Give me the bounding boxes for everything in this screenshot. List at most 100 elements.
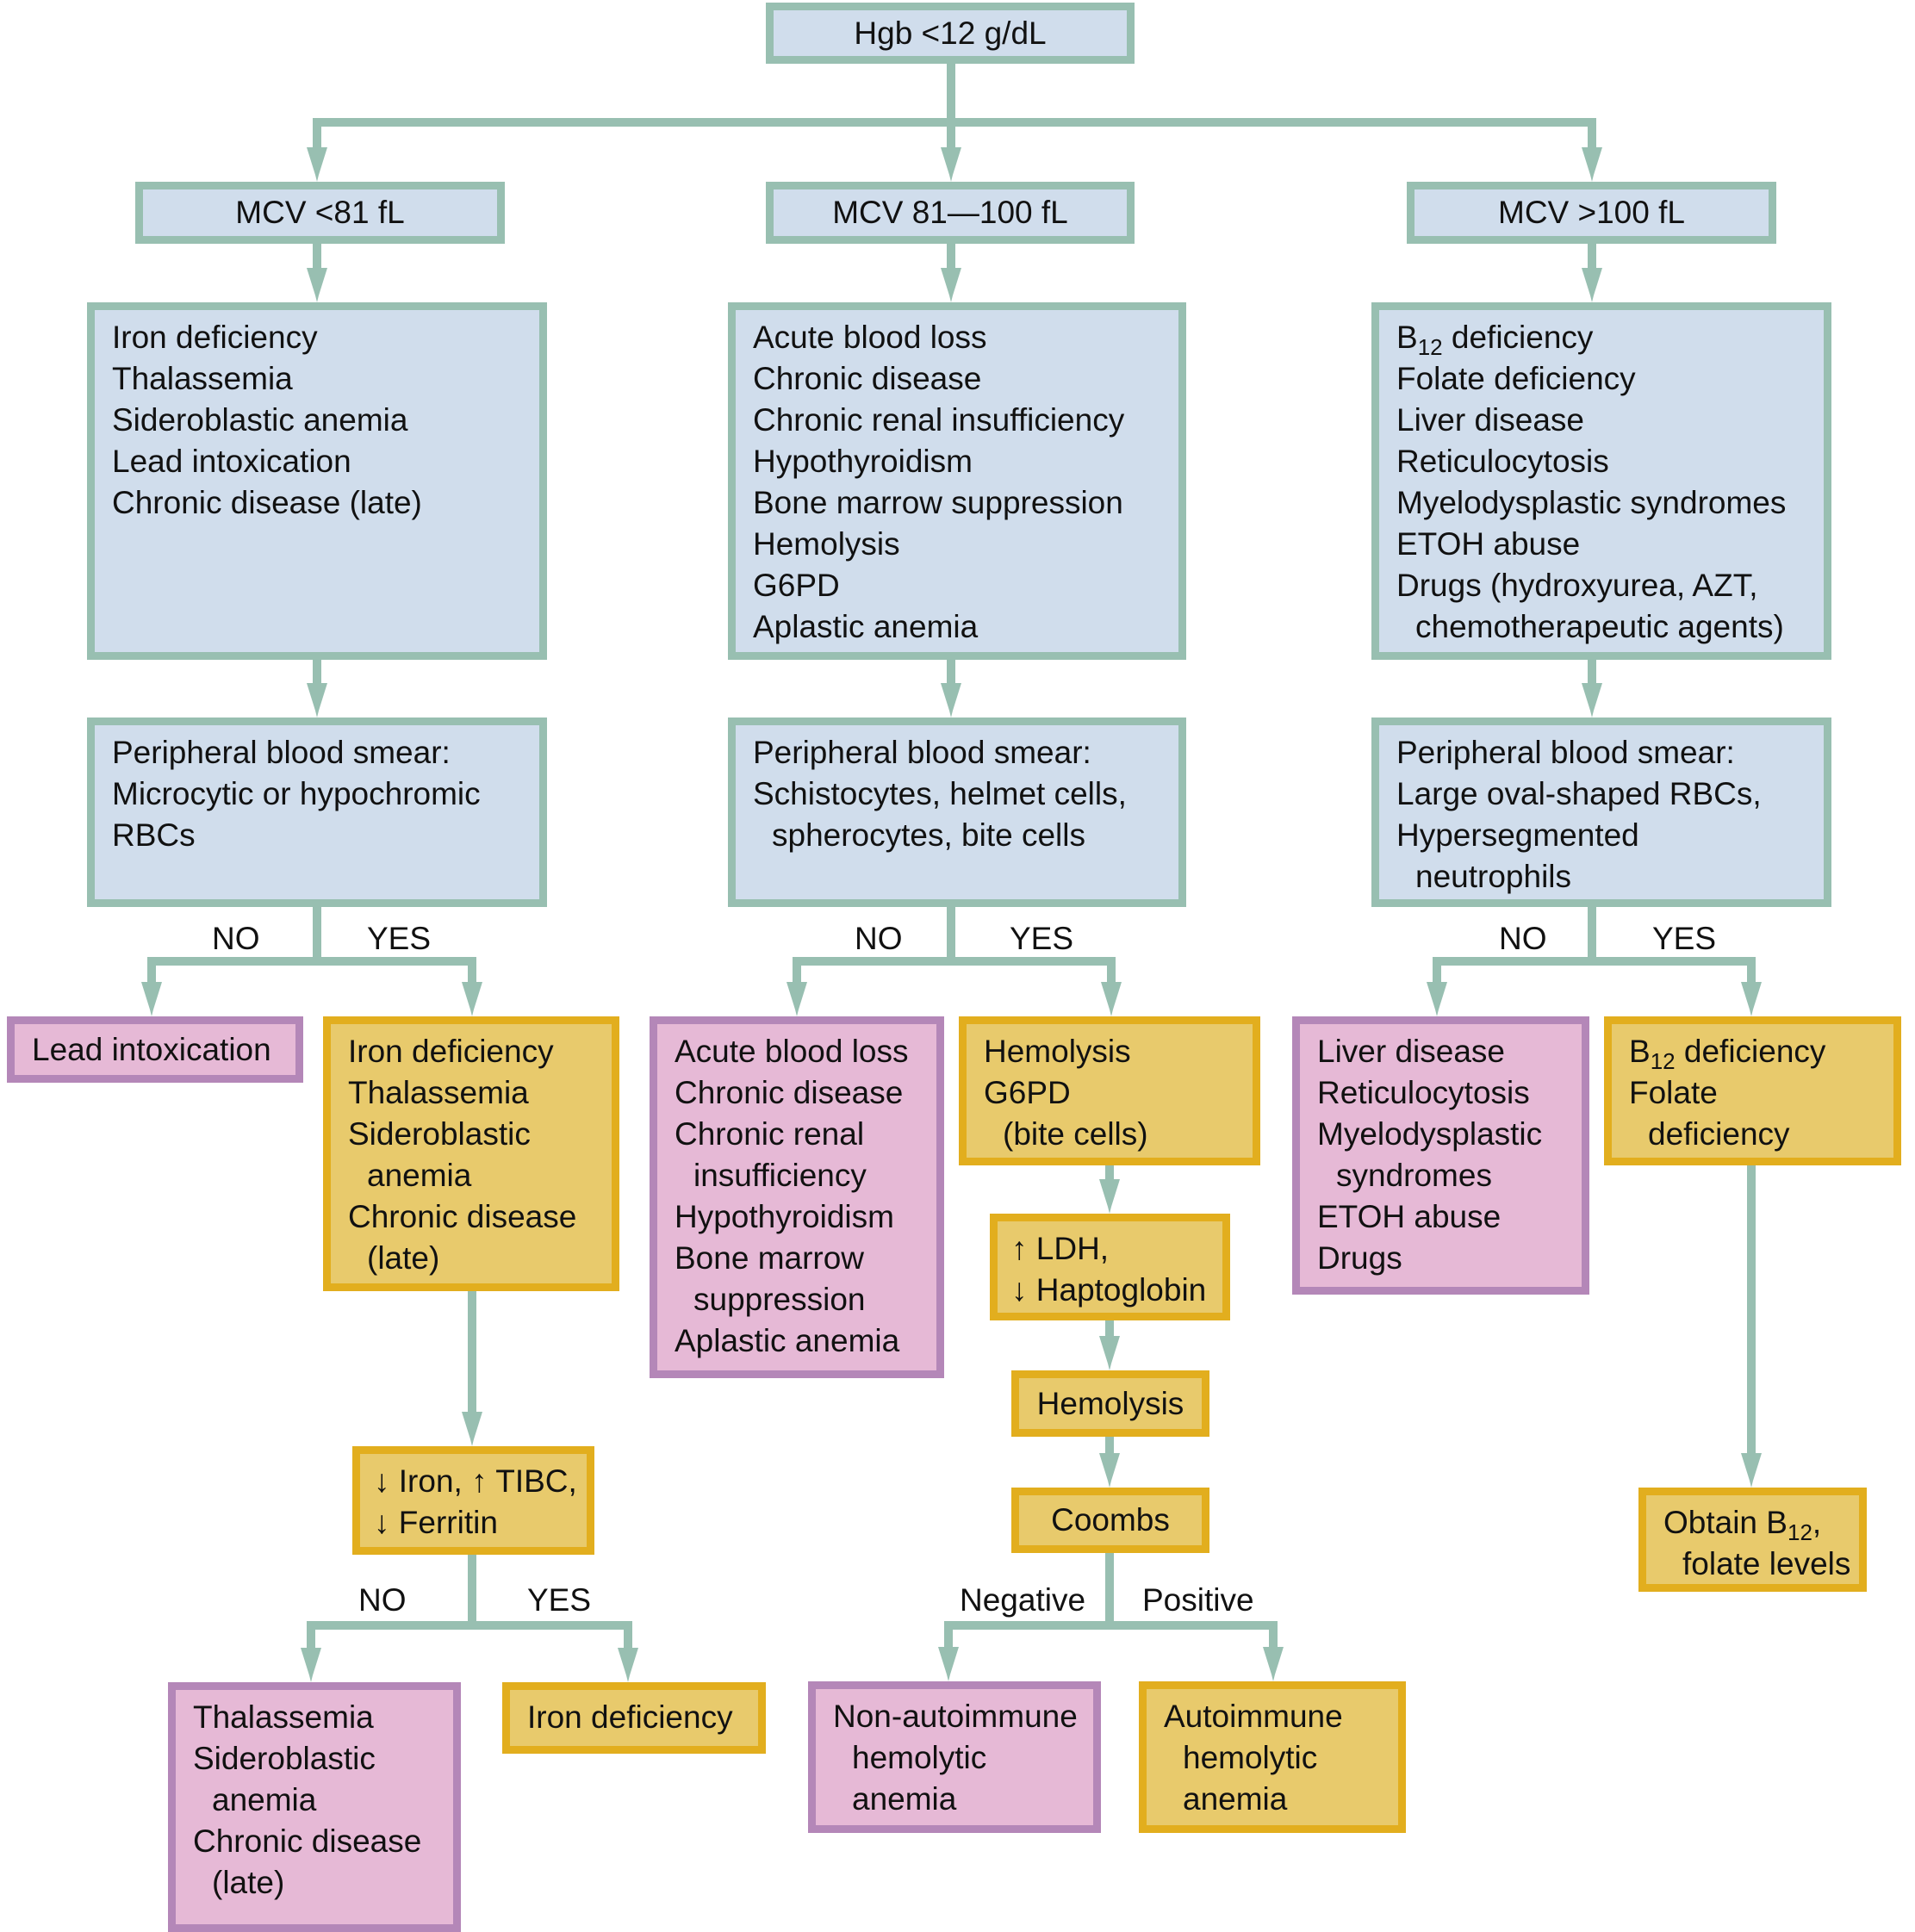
arrow-down-icon [307,683,327,718]
outcome-item: Myelodysplastic [1317,1116,1543,1152]
coombs-negative-label: Negative [960,1582,1086,1618]
outcome-item: syndromes [1336,1158,1492,1193]
outcome-item: suppression [693,1282,866,1317]
outcome-item: Chronic disease [193,1823,422,1859]
obtain-line1: Obtain B12, [1663,1502,1842,1544]
normocytic-no-box: Acute blood loss Chronic disease Chronic… [650,1016,944,1378]
macrocytic-smear-box: Peripheral blood smear: Large oval-shape… [1371,718,1831,907]
differential-item: Bone marrow suppression [753,485,1123,520]
arrow-down-icon [1582,683,1602,718]
macrocytic-yes-box: B12 deficiency Folate deficiency [1604,1016,1901,1165]
arrow-down-icon [1741,982,1762,1016]
outcome-item: Reticulocytosis [1317,1075,1530,1110]
root-hgb-box: Hgb <12 g/dL [766,3,1135,64]
outcome-item: insufficiency [693,1158,867,1193]
arrow-down-icon: ↓ [1011,1272,1028,1308]
normocytic-differential-box: Acute blood loss Chronic disease Chronic… [728,302,1186,660]
arrow-down-icon [941,268,961,302]
hemolysis-confirm-text: Hemolysis [1036,1385,1184,1421]
outcome-item: Folate [1629,1075,1718,1110]
differential-item: Lead intoxication [112,444,351,479]
outcome-item: Sideroblastic [193,1741,376,1776]
iron-no-label: NO [358,1582,407,1618]
outcome-item: anemia [852,1781,957,1817]
iron-studies-line1: ↓ Iron, ↑ TIBC, [374,1461,577,1502]
outcome-item: Thalassemia [348,1075,529,1110]
outcome-item: ETOH abuse [1317,1199,1502,1234]
root-hgb-text: Hgb <12 g/dL [854,15,1047,51]
iron-studies-line2: ↓ Ferritin [374,1502,569,1544]
outcome-text: Lead intoxication [32,1032,271,1067]
differential-item: Myelodysplastic syndromes [1396,485,1787,520]
differential-item: Aplastic anemia [753,609,979,644]
haptoglobin-line: ↓ Haptoglobin [1011,1270,1206,1311]
b12-prefix: B [1396,320,1418,355]
micro-yes-label: YES [367,921,432,956]
smear-line: Peripheral blood smear: [112,735,451,770]
outcome-item: deficiency [1648,1116,1790,1152]
arrow-down-icon [141,982,162,1016]
hemolysis-confirm-box: Hemolysis [1011,1370,1209,1437]
mcv-high-text: MCV >100 fL [1498,195,1685,230]
arrow-down-icon: ↓ [374,1463,390,1499]
arrow-down-icon [462,1412,482,1446]
outcome-item: Hypothyroidism [675,1199,894,1234]
outcome-item: Non-autoimmune [833,1699,1078,1734]
differential-item: Thalassemia [112,361,293,396]
arrow-up-icon: ↑ [1011,1231,1028,1266]
differential-item: Chronic renal insufficiency [753,402,1125,438]
mcv-low-box: MCV <81 fL [135,182,505,244]
arrow-down-icon [1099,1453,1120,1488]
arrow-down-icon [462,982,482,1016]
macro-no-label: NO [1499,921,1547,956]
b12-subscript: 12 [1417,334,1443,360]
outcome-item: Acute blood loss [675,1034,909,1069]
normocytic-smear-box: Peripheral blood smear: Schistocytes, he… [728,718,1186,907]
outcome-item: (late) [367,1240,440,1276]
iron-yes-label: YES [527,1582,592,1618]
outcome-item-b12: B12 deficiency [1629,1031,1876,1072]
ferritin-label: Ferritin [389,1505,498,1540]
mcv-high-box: MCV >100 fL [1407,182,1776,244]
b12-subscript: 12 [1650,1048,1676,1074]
ldh-line: ↑ LDH, [1011,1228,1205,1270]
mcv-normal-text: MCV 81—100 fL [832,195,1068,230]
outcome-item: Hemolysis [984,1034,1131,1069]
b12-subscript: 12 [1787,1519,1812,1545]
smear-line: Schistocytes, helmet cells, [753,776,1127,811]
smear-line: Large oval-shaped RBCs, [1396,776,1762,811]
hemolysis-labs-box: ↑ LDH, ↓ Haptoglobin [990,1214,1230,1320]
smear-line: spherocytes, bite cells [772,817,1086,853]
outcome-item: Aplastic anemia [675,1323,900,1358]
outcome-item: anemia [212,1782,317,1817]
outcome-item: (bite cells) [1003,1116,1148,1152]
outcome-item: Liver disease [1317,1034,1506,1069]
lead-intoxication-box: Lead intoxication [7,1016,303,1083]
arrow-down-icon [1741,1453,1762,1488]
smear-line: RBCs [112,817,196,853]
macro-yes-label: YES [1652,921,1717,956]
obtain-levels-box: Obtain B12, folate levels [1638,1488,1867,1592]
smear-line: Peripheral blood smear: [753,735,1091,770]
macrocytic-differential-box: B12 deficiency Folate deficiency Liver d… [1371,302,1831,660]
outcome-item: Autoimmune [1164,1699,1343,1734]
arrow-down-icon [938,1647,959,1681]
outcome-item: G6PD [984,1075,1071,1110]
differential-item: Folate deficiency [1396,361,1636,396]
differential-item: G6PD [753,568,840,603]
coombs-text: Coombs [1051,1502,1170,1538]
arrow-down-icon [1099,1336,1120,1370]
differential-item: ETOH abuse [1396,526,1581,562]
differential-item: Chronic disease (late) [112,485,422,520]
outcome-item: hemolytic [1183,1740,1318,1775]
outcome-item: Sideroblastic [348,1116,531,1152]
non-autoimmune-box: Non-autoimmune hemolytic anemia [808,1681,1101,1833]
mcv-low-text: MCV <81 fL [235,195,405,230]
smear-line: Microcytic or hypochromic [112,776,481,811]
b12-suffix: deficiency [1442,320,1594,355]
iron-studies-no-box: Thalassemia Sideroblastic anemia Chronic… [168,1682,461,1932]
mcv-normal-box: MCV 81—100 fL [766,182,1135,244]
differential-item: Reticulocytosis [1396,444,1609,479]
macrocytic-no-box: Liver disease Reticulocytosis Myelodyspl… [1292,1016,1589,1295]
